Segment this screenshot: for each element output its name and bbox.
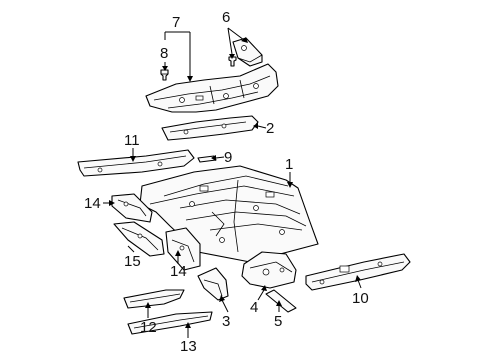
callout-8: 8 [160, 45, 168, 62]
part-7-rear-floor-pan [145, 63, 279, 113]
callout-13: 13 [180, 338, 197, 355]
callout-5: 5 [274, 313, 282, 330]
callout-1: 1 [285, 156, 293, 173]
callout-14-upper: 14 [84, 195, 101, 212]
part-6-bolt [228, 56, 237, 67]
part-10-rail [305, 253, 411, 291]
callout-11: 11 [124, 132, 140, 149]
callout-labels: 7 8 6 2 9 11 1 14 15 14 4 3 5 10 12 13 [84, 9, 369, 355]
part-6-bracket [232, 37, 263, 67]
leader-lines [103, 27, 362, 338]
part-13-rail [127, 311, 213, 335]
callout-4: 4 [250, 299, 258, 316]
callout-7: 7 [172, 14, 180, 31]
part-15-floor-bracket [113, 221, 165, 257]
part-2-crossmember [161, 115, 259, 141]
callout-14-lower: 14 [170, 263, 187, 280]
part-1-main-floor-pan [139, 165, 319, 263]
callout-15: 15 [124, 253, 141, 270]
part-3-member [197, 267, 229, 301]
part-5-plate [265, 289, 297, 313]
part-14-bracket-lower [165, 227, 201, 271]
part-14-bracket-upper [111, 193, 153, 223]
callout-2: 2 [266, 120, 274, 137]
part-11-side-sill [77, 149, 195, 177]
part-4-mount-bracket [241, 251, 297, 289]
part-12-rail [123, 289, 185, 309]
callout-6: 6 [222, 9, 230, 26]
part-8-clip [160, 69, 169, 81]
callout-10: 10 [352, 290, 369, 307]
callout-3: 3 [222, 313, 230, 330]
callout-9: 9 [224, 149, 232, 166]
callout-12: 12 [140, 319, 157, 336]
